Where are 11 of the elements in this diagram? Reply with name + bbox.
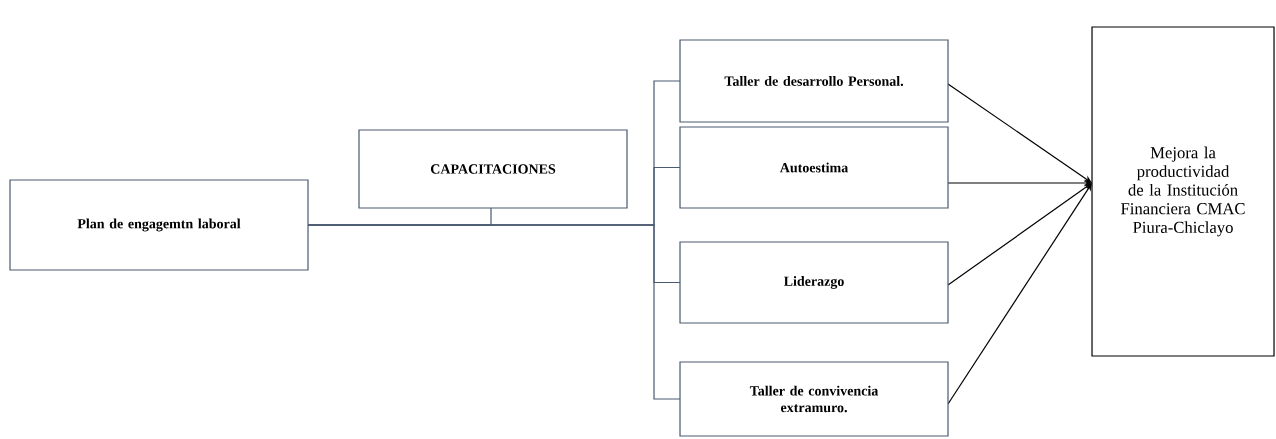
process-box: CAPACITACIONES	[358, 129, 628, 209]
process-box: Taller de desarrollo Personal.	[679, 39, 949, 123]
process-box: Liderazgo	[679, 241, 949, 324]
process-box: Mejora la productividad de la Institución Financiera CMAC Piura-Chiclayo	[1091, 26, 1275, 357]
connector	[947, 183, 1092, 405]
connector	[307, 224, 681, 400]
process-box: Taller de convivencia extramuro.	[679, 361, 949, 437]
process-box: Plan de engagemtn laboral	[9, 179, 309, 271]
process-box: Autoestima	[679, 126, 949, 209]
connector	[947, 183, 1092, 286]
connector	[947, 83, 1092, 183]
